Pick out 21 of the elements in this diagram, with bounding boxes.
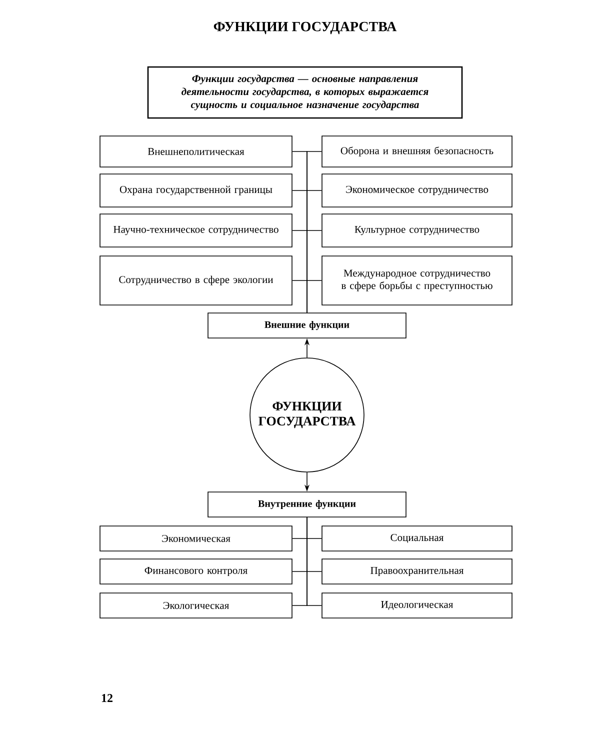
title: ФУНКЦИИ ГОСУДАРСТВА <box>214 22 397 34</box>
group-box: Внешние функции <box>208 312 406 338</box>
function-box: Оборона и внешняя безопасность <box>322 136 512 168</box>
function-box: Охрана государственной границы <box>100 174 292 208</box>
group-box: Внутренние функции <box>208 492 406 518</box>
function-box: Социальная <box>322 526 512 552</box>
function-box: Экологическая <box>100 592 292 618</box>
function-box: Сотрудничество в сфере экологии <box>100 256 292 306</box>
connector-line <box>306 517 322 606</box>
definition-box: Функции государства — основные направления деятельности государства, в которых выражается сущность и социальное назначение государства <box>147 66 463 119</box>
function-box: Финансового контроля <box>100 558 292 584</box>
function-box: Идеологическая <box>322 592 512 618</box>
function-box: Международное сотрудничество в сфере борьбы с преступностью <box>322 256 512 306</box>
function-box: Научно-техническое сотрудничество <box>100 214 292 248</box>
connector-line <box>306 280 322 313</box>
function-box: Экономическая <box>100 526 292 552</box>
function-box: Культурное сотрудничество <box>322 214 512 248</box>
function-box: Правоохранительная <box>322 558 512 584</box>
function-box: Экономическое сотрудничество <box>322 174 512 208</box>
function-box: Внешнеполитическая <box>100 136 292 168</box>
page-number: 12 <box>102 694 112 702</box>
